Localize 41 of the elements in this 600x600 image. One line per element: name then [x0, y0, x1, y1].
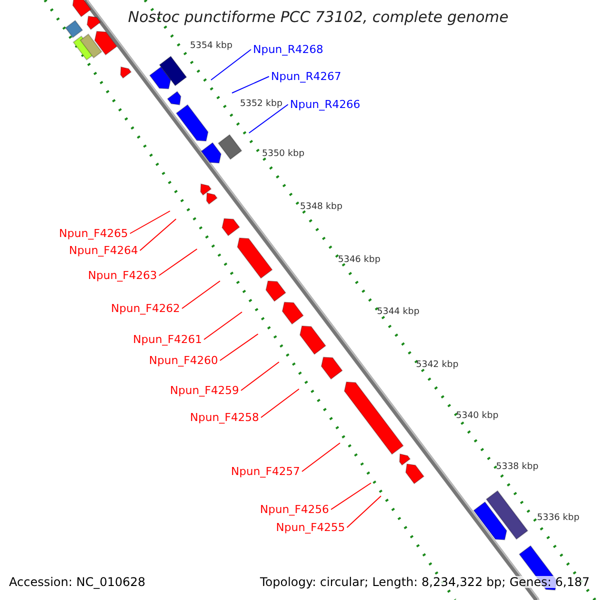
tick-label: 5344 kbp: [377, 308, 420, 317]
leader-line: [346, 496, 382, 528]
gene-label: Npun_R4268: [253, 44, 324, 55]
tick-label: 5348 kbp: [300, 203, 342, 212]
leader-line: [232, 76, 270, 94]
tick-label: 5354 kbp: [190, 42, 232, 51]
gene-label: Npun_F4260: [149, 355, 218, 366]
tick-label: 5352 kbp: [240, 100, 282, 109]
leader-line: [140, 218, 176, 251]
title: Nostoc punctiforme PCC 73102, complete genome: [128, 10, 508, 25]
tick-label: 5338 kbp: [496, 463, 538, 472]
gene-label: Npun_F4261: [133, 334, 202, 345]
gene-label: Npun_F4262: [111, 303, 180, 314]
gene-label: Npun_F4256: [260, 504, 329, 515]
leader-line: [158, 248, 198, 276]
leader-line: [210, 49, 252, 80]
gene-label: Npun_R4266: [290, 99, 360, 110]
gene-label: Npun_F4258: [190, 412, 259, 423]
gene-label: Npun_F4255: [276, 522, 345, 533]
leader-line: [220, 334, 258, 361]
tick-label: 5340 kbp: [456, 412, 498, 421]
gene-label: Npun_F4263: [88, 270, 157, 281]
leader-line: [248, 104, 288, 134]
tick-label: 5342 kbp: [416, 361, 458, 370]
tick-label: 5350 kbp: [262, 150, 304, 159]
genome-summary: Topology: circular; Length: 8,234,322 bp; Genes: 6,187: [260, 576, 590, 588]
leader-line: [240, 362, 280, 391]
leader-line: [182, 280, 220, 309]
gene-label: Npun_F4259: [170, 385, 239, 396]
gene-label: Npun_F4264: [69, 245, 138, 256]
leader-line: [130, 210, 170, 234]
accession-label: Accession: NC_010628: [9, 576, 146, 588]
leader-line: [204, 312, 242, 340]
tick-label: 5346 kbp: [338, 256, 380, 265]
gene-label: Npun_R4267: [271, 71, 342, 82]
gene-label: Npun_F4257: [231, 466, 300, 477]
tick-label: 5336 kbp: [537, 514, 580, 523]
leader-line: [260, 388, 300, 418]
gene-label: Npun_F4265: [59, 228, 128, 239]
leader-line: [302, 442, 340, 472]
leader-line: [330, 482, 372, 510]
